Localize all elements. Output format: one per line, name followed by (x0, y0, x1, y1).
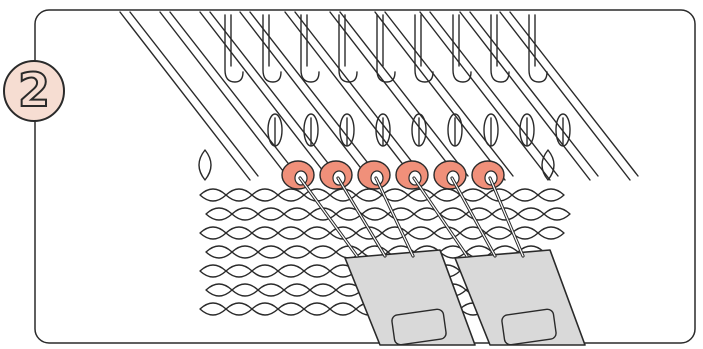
fabric-stitch (206, 246, 232, 258)
fabric-stitch (232, 208, 258, 220)
transfer-tool-prong-highlight (338, 178, 385, 256)
fabric-stitch (278, 189, 304, 201)
needle-shaft (130, 12, 258, 176)
fabric-stitch (538, 227, 564, 239)
fabric-stitch (226, 189, 252, 201)
fabric-stitch (226, 265, 252, 277)
fabric-stitch (206, 208, 232, 220)
fabric-stitch (206, 284, 232, 296)
fabric-stitch (258, 284, 284, 296)
fabric-stitch (284, 246, 310, 258)
needle-shaft (170, 12, 298, 176)
needle-shaft (470, 12, 598, 176)
needle-shaft (210, 12, 338, 176)
fabric-stitch (304, 265, 330, 277)
fabric-stitch (278, 265, 304, 277)
fabric-stitch (258, 246, 284, 258)
edge-loop-left (199, 150, 211, 180)
fabric-stitch (356, 189, 382, 201)
fabric-stitch (440, 208, 466, 220)
fabric-stitch (200, 189, 226, 201)
fabric-stitch (252, 303, 278, 315)
fabric-stitch (252, 265, 278, 277)
fabric-stitch (232, 246, 258, 258)
fabric-stitch (200, 303, 226, 315)
fabric-stitch (226, 227, 252, 239)
fabric-stitch (284, 284, 310, 296)
fabric-stitch (200, 227, 226, 239)
fabric-stitch (232, 284, 258, 296)
fabric-stitch (278, 227, 304, 239)
fabric-stitch (304, 227, 330, 239)
needle-shaft (500, 12, 630, 180)
needle-shaft (460, 12, 590, 180)
needle-bed-rails (120, 12, 638, 180)
fabric-stitch (518, 208, 544, 220)
transfer-tool-handle (345, 250, 475, 345)
highlighted-stitches (282, 161, 504, 189)
transfer-tools (300, 178, 585, 345)
fabric-stitch (304, 303, 330, 315)
fabric-stitch (310, 284, 336, 296)
fabric-stitch (284, 208, 310, 220)
fabric-stitch (226, 303, 252, 315)
needle-hook (453, 15, 471, 82)
fabric-stitch (486, 227, 512, 239)
fabric-stitch (544, 208, 570, 220)
step-number-badge: 2 (3, 60, 65, 122)
fabric-stitch (200, 265, 226, 277)
fabric-stitch (258, 208, 284, 220)
fabric-stitch (252, 189, 278, 201)
needle-shaft (200, 12, 330, 180)
fabric-stitch (278, 303, 304, 315)
edge-loop-right (542, 150, 554, 180)
fabric-stitch (310, 246, 336, 258)
fabric-stitch (252, 227, 278, 239)
fabric-stitch (362, 208, 388, 220)
needle-hook (301, 15, 319, 82)
fabric-stitch (434, 189, 460, 201)
transfer-tool-handle (455, 250, 585, 345)
fabric-stitch (538, 189, 564, 201)
step-number: 2 (18, 67, 50, 113)
fabric-stitch (512, 189, 538, 201)
fabric-stitch (408, 227, 434, 239)
fabric-stitch (330, 303, 356, 315)
